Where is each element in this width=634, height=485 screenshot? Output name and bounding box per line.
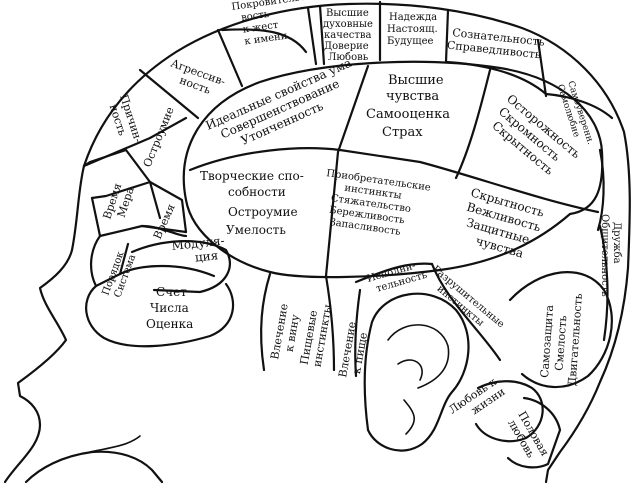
region-nadezhda: Надежда Настоящ. Будущее	[387, 12, 438, 47]
region-label-line: Модуля-	[171, 233, 225, 252]
region-label-line: к жест	[242, 20, 279, 36]
region-label-line: Самозащита	[538, 304, 556, 378]
region-label-line: вость	[240, 9, 270, 24]
region-label-line: ция	[194, 248, 219, 264]
ear-shape	[363, 292, 470, 452]
region-label-line: Будущее	[387, 36, 433, 47]
region-label-line: Смелость	[553, 315, 570, 371]
region-vysshie-dukhovnye: Высшие духовные качества Доверие Любовь	[323, 8, 373, 63]
region-label-line: Числа	[150, 301, 189, 315]
region-agressivnost: Агрессив- ность	[169, 57, 227, 97]
region-label-line: Двигательность	[566, 293, 585, 386]
region-label-line: Покровительст	[231, 0, 312, 13]
region-label-line: собности	[228, 185, 286, 199]
region-label-line: Высшие	[388, 73, 444, 88]
region-vlechenie-pishe: Влечение к пище	[336, 321, 370, 379]
region-prichinnost: Причин- ность	[107, 93, 145, 144]
region-label-line: Общительность	[599, 214, 610, 297]
region-samozashchita: Самозащита Смелость Двигательность	[538, 293, 585, 386]
region-label-line: Остроумие	[228, 205, 298, 219]
region-ostroumie-left: Остроумие	[141, 105, 177, 169]
region-priobretatelskie: Приобретательские инстинкты Стяжательств…	[326, 168, 432, 238]
region-skrytnost: Скрытность Вежливость Защитные чувства	[465, 185, 546, 260]
region-label-line: Любовь	[328, 52, 369, 63]
region-modulyaciya: Модуля- ция	[171, 233, 225, 264]
region-vysshie-chuvstva: Высшие чувства Самооценка Страх	[366, 73, 450, 140]
region-label-line: Творческие спо-	[200, 169, 304, 183]
region-label-line: Самооценка	[366, 107, 450, 122]
region-label-line: духовные	[323, 19, 373, 30]
region-vlechenie-vinu: Влечение к вину Пищевые инстинкты	[268, 303, 334, 368]
region-tvorcheskie: Творческие спо- собности Остроумие Умело…	[200, 169, 304, 237]
head-outline	[3, 2, 631, 484]
region-label-line: Надежда	[389, 12, 437, 23]
region-label-line: Страх	[382, 125, 423, 140]
region-label-line: Счет	[156, 285, 187, 299]
region-label-line: чувства	[386, 89, 439, 104]
region-label-line: Дружба	[611, 222, 622, 264]
region-label-line: Время	[151, 202, 178, 241]
region-poryadok: Порядок Система	[100, 249, 138, 299]
region-razrushitelnye: Разрушительные инстинкты	[430, 264, 506, 330]
region-label-line: Доверие	[324, 41, 369, 52]
region-label-line: Оценка	[146, 317, 193, 331]
region-label-line: Настоящ.	[387, 24, 438, 35]
region-vremya: Время	[151, 202, 178, 241]
region-label-line: Умелость	[226, 223, 286, 237]
region-label-line: Остроумие	[141, 105, 177, 169]
region-label-line: качества	[324, 30, 372, 41]
region-druzhba: Дружба Общительность	[599, 214, 622, 297]
brain-main-ellipse	[182, 60, 604, 279]
region-polovaya-lyubov: Половая любовь	[505, 409, 551, 460]
region-schet: Счет Числа Оценка	[146, 285, 193, 331]
region-label-line: Высшие	[326, 8, 369, 19]
